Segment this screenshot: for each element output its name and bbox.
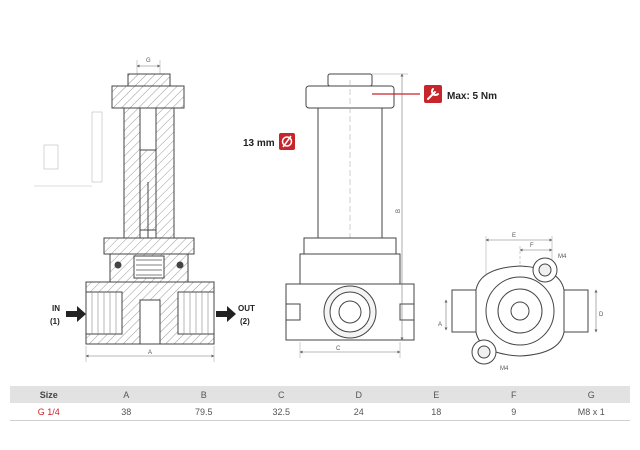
dim-g-label: G xyxy=(146,58,151,64)
dim-a-side-label: A xyxy=(438,322,442,328)
table-header: F xyxy=(475,386,553,403)
dimensions-table: Size A B C D E F G G 1/4 38 79.5 32.5 24… xyxy=(10,386,630,421)
dim-b-label: B xyxy=(396,209,402,213)
side-view xyxy=(444,236,598,365)
table-header: Size xyxy=(10,386,88,403)
table-header: G xyxy=(552,386,630,403)
dim-d-label: D xyxy=(599,312,604,318)
front-view xyxy=(285,73,415,358)
table-header: A xyxy=(87,386,165,403)
table-cell: 32.5 xyxy=(242,403,320,421)
dim-e-label: E xyxy=(512,233,516,239)
table-cell: 79.5 xyxy=(165,403,243,421)
torque-label: Max: 5 Nm xyxy=(447,91,497,102)
diameter-icon xyxy=(279,133,295,150)
inlet-arrow-icon xyxy=(66,306,86,322)
section-view xyxy=(34,60,215,362)
dim-m4-bottom-label: M4 xyxy=(500,366,509,372)
dim-m4-top-label: M4 xyxy=(558,254,567,260)
table-header: B xyxy=(165,386,243,403)
table-cell: 18 xyxy=(397,403,475,421)
dim-a-label: A xyxy=(148,350,152,356)
diameter-label: 13 mm xyxy=(243,138,275,149)
technical-drawing: G A IN (1) OUT (2) C B xyxy=(34,58,604,372)
table-header: E xyxy=(397,386,475,403)
inlet-label: IN xyxy=(52,304,60,313)
outlet-arrow-icon xyxy=(216,306,236,322)
table-cell: 38 xyxy=(87,403,165,421)
wrench-icon xyxy=(424,85,442,103)
table-cell: 9 xyxy=(475,403,553,421)
outlet-port-label: (2) xyxy=(240,317,250,326)
table-cell-size: G 1/4 xyxy=(10,403,88,421)
table-header: D xyxy=(320,386,398,403)
dim-f-label: F xyxy=(530,243,534,249)
table-header-row: Size A B C D E F G xyxy=(10,386,630,403)
dim-c-label: C xyxy=(336,346,341,352)
table-header: C xyxy=(242,386,320,403)
table-cell: M8 x 1 xyxy=(552,403,630,421)
outlet-label: OUT xyxy=(238,304,255,313)
inlet-port-label: (1) xyxy=(50,317,60,326)
table-cell: 24 xyxy=(320,403,398,421)
table-row: G 1/4 38 79.5 32.5 24 18 9 M8 x 1 xyxy=(10,403,630,421)
